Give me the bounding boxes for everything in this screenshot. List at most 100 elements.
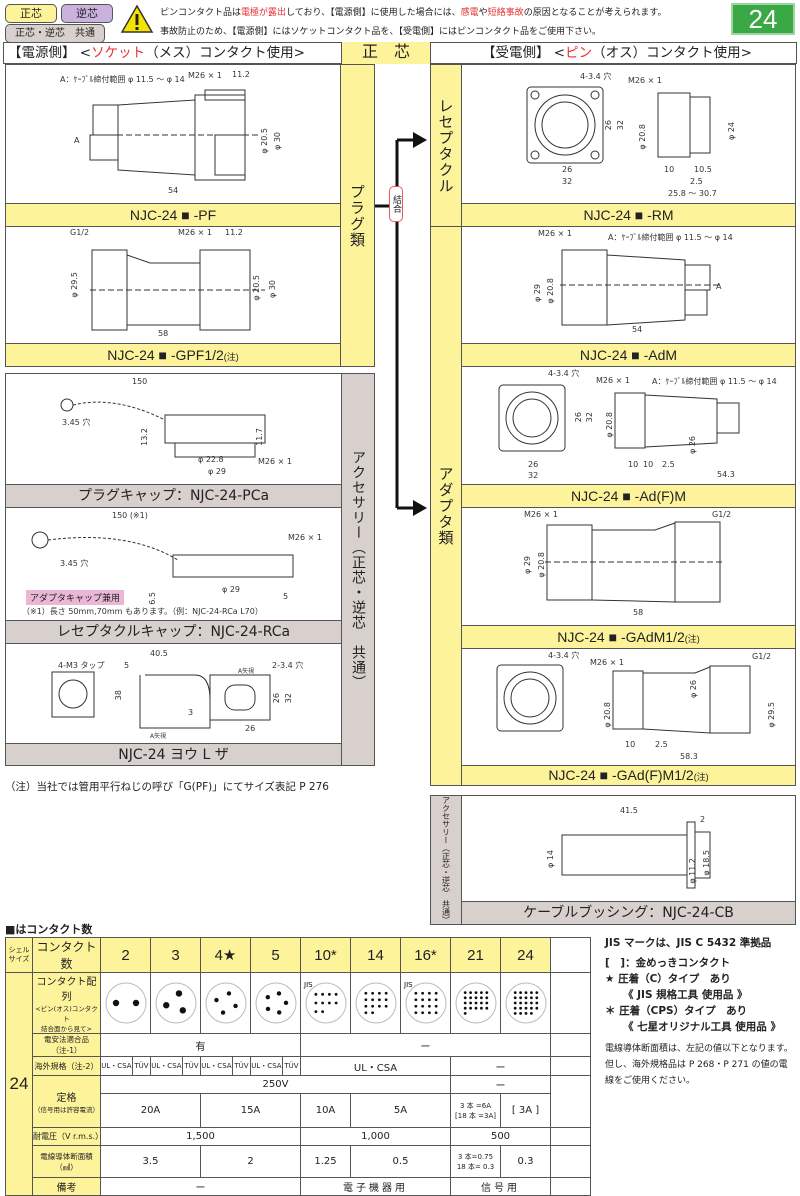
tuv: TÜV	[131, 1057, 150, 1075]
contact-pin	[534, 990, 538, 994]
dim-label: φ 20.8	[603, 702, 612, 728]
contact-pin	[265, 994, 270, 999]
drawing-lza	[51, 671, 271, 729]
dim-label: 58.3	[680, 752, 698, 761]
current-line: 3 本 =6A	[459, 1101, 491, 1110]
drawing-gadfm	[496, 664, 751, 734]
arrangement-title: コンタクト配列	[36, 977, 97, 1003]
dim-label: M26 × 1	[590, 658, 624, 667]
current-value: 10A	[300, 1093, 351, 1128]
dim-label: G1/2	[712, 510, 732, 519]
warning-text: ピンコンタクト品は電極が露出しており、【電源側】に使用した場合には、感電や短絡事…	[160, 4, 667, 42]
contact-pin	[276, 1009, 281, 1015]
dim-label: φ 26	[689, 680, 698, 698]
dim-label: φ 22.8	[198, 455, 224, 464]
badge-gyakushin: 逆芯	[61, 4, 113, 23]
shell-outline	[255, 982, 296, 1023]
contact-pin	[370, 1010, 374, 1014]
contact-pin	[384, 991, 388, 995]
warning-part: の原因となることが考えられます。	[523, 8, 667, 18]
title-text: （メス）コンタクト使用>	[145, 45, 305, 61]
warning-part: や	[478, 8, 488, 18]
warning-icon	[120, 4, 154, 33]
contact-pin	[320, 1001, 324, 1004]
arrangement-label: コンタクト配列<ピン(オス)コンタクト結合面から見て>	[32, 972, 101, 1034]
table-title: ■はコンタクト数	[5, 923, 93, 936]
warning-highlight: 感電	[460, 8, 479, 18]
contact-pin	[434, 991, 438, 995]
dim-label: 10	[664, 165, 675, 174]
count-header: 24	[500, 937, 551, 973]
contact-pin	[468, 1001, 472, 1004]
contact-count-header: コンタクト数	[32, 937, 101, 973]
dim-label: M26 × 1	[596, 376, 630, 385]
contact-pin	[112, 999, 119, 1006]
contact-pin	[283, 1000, 288, 1005]
contact-pin	[370, 997, 374, 1001]
badge-common: 正芯・逆芯 共通	[5, 24, 105, 43]
contact-pin	[434, 1004, 438, 1008]
contact-pin	[479, 995, 483, 999]
caption-note: (注)	[223, 352, 239, 362]
overseas-value: UL・CSA	[300, 1056, 451, 1076]
contact-pin	[413, 997, 417, 1001]
contact-pin	[162, 1001, 169, 1008]
empty-cell	[550, 1033, 591, 1057]
title-bar: 【電源側】 <ソケット（メス）コンタクト使用> 正 芯 【受電側】 <ピン（オス…	[3, 42, 797, 64]
drawing-adm	[560, 249, 720, 326]
overseas-value: ー	[450, 1056, 551, 1076]
contact-pin	[334, 992, 338, 996]
dim-label: A	[74, 136, 80, 145]
contact-pin	[232, 1003, 238, 1008]
caption-gadfm: NJC-24 ■ -GAd(F)M1/2(注)	[461, 765, 796, 786]
contact-pin	[420, 991, 424, 995]
dim-label: M26 × 1	[178, 228, 212, 237]
badge-seishin: 正芯	[5, 4, 57, 23]
caption-text: NJC-24 ■ -GAdM1/2	[557, 629, 685, 645]
title-socket: ソケット	[91, 45, 146, 61]
contact-arrangement	[350, 972, 401, 1034]
jis-mark: JIS	[403, 981, 413, 989]
contact-pin	[427, 991, 431, 995]
contact-pin	[524, 1011, 527, 1015]
contact-pin	[463, 995, 467, 999]
contact-pin	[320, 1009, 324, 1013]
count-header: 4★	[200, 937, 251, 973]
arrangement-sub: <ピン(オス)コンタクト	[35, 1005, 98, 1023]
label-plug: プラグ類	[340, 64, 375, 367]
contact-pin	[463, 1011, 467, 1015]
shell-outline	[355, 982, 396, 1023]
contact-pin	[484, 990, 488, 994]
contact-arrangement: JIS	[400, 972, 451, 1034]
contact-layout-diagram	[205, 982, 246, 1023]
contact-arrangement	[100, 972, 151, 1034]
contact-pin	[179, 1006, 186, 1014]
contact-pin	[276, 990, 281, 996]
count-header: 21	[450, 937, 501, 973]
contact-pin	[427, 1010, 431, 1014]
caption-gadm: NJC-24 ■ -GAdM1/2(注)	[461, 625, 796, 649]
dim-label: 41.5	[620, 806, 638, 815]
withstand-label: 耐電圧（V r.m.s.）	[32, 1127, 103, 1146]
contact-pin	[377, 991, 381, 995]
seishin-title: 正 芯	[341, 42, 431, 64]
contact-pin	[513, 1011, 517, 1015]
rating-title: 定格	[56, 1093, 77, 1104]
dim-label: φ 30	[268, 280, 277, 298]
contact-pin	[420, 997, 424, 1001]
dim-label: 40.5	[150, 649, 168, 658]
current-value: 20A	[100, 1093, 201, 1128]
contact-pin	[484, 995, 488, 999]
caption-pf: NJC-24 ■ -PF	[5, 203, 341, 227]
tuv: TÜV	[231, 1057, 250, 1075]
drawing-rm	[526, 86, 711, 164]
contact-pin	[518, 990, 522, 994]
empty-cell	[550, 1145, 591, 1178]
caption-rca: レセプタクルキャップ：NJC-24-RCa	[5, 620, 342, 644]
label-adapter: アダプタ類	[430, 226, 462, 786]
label-accessory-small: アクセサリー（正芯・逆芯 共通）	[430, 795, 462, 925]
spec-table: シェルサイズ コンタクト数 2 3 4★ 5 10* 14 16* 21 24 …	[5, 937, 591, 1196]
dim-label: φ 20.5	[252, 275, 261, 301]
current-value: 15A	[200, 1093, 301, 1128]
